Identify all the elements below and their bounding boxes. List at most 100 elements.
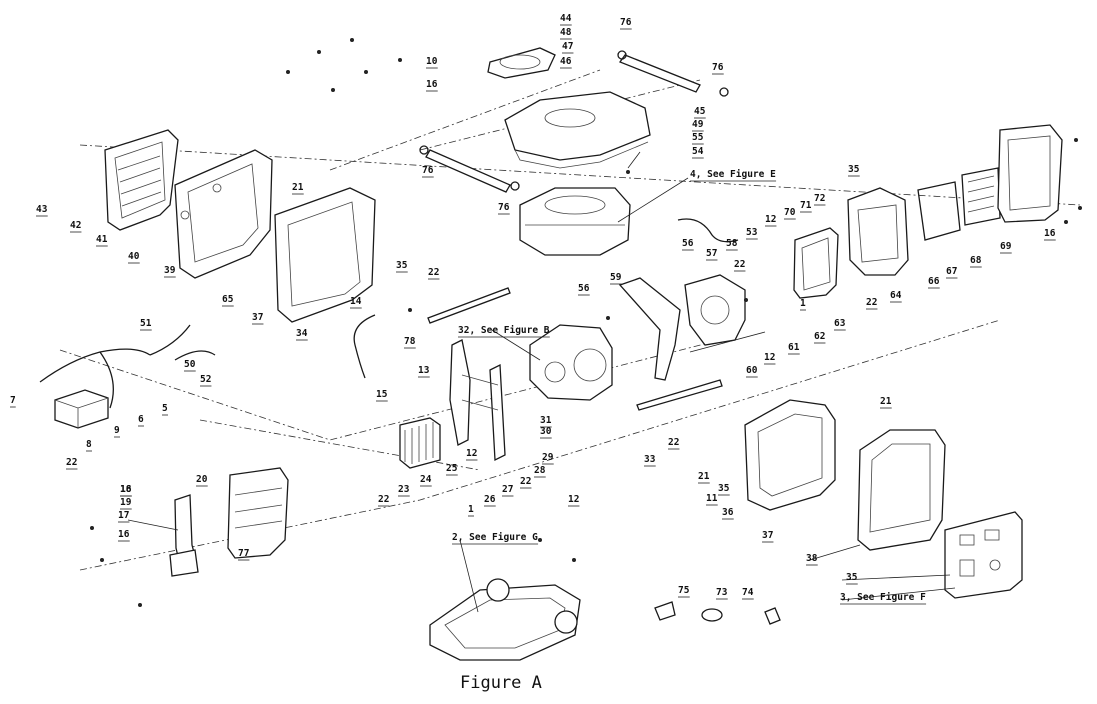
callout-73: 73 bbox=[716, 587, 728, 598]
callout-36: 36 bbox=[722, 507, 734, 518]
side-cover-64 bbox=[847, 187, 909, 276]
callout-76: 76 bbox=[422, 165, 434, 176]
callout-43: 43 bbox=[36, 204, 48, 215]
callout-53: 53 bbox=[746, 227, 758, 238]
callout-2: 2, See Figure G bbox=[452, 532, 538, 543]
callout-37: 37 bbox=[252, 312, 263, 323]
callout-71: 71 bbox=[800, 200, 812, 211]
callout-75: 75 bbox=[678, 585, 690, 596]
callout-24: 24 bbox=[420, 474, 432, 485]
callout-5: 5 bbox=[162, 403, 168, 414]
callout-25: 25 bbox=[446, 463, 458, 474]
fasteners bbox=[90, 38, 1082, 607]
callout-4: 4, See Figure E bbox=[690, 169, 776, 180]
callout-12: 12 bbox=[765, 214, 776, 225]
cable-set-50-51 bbox=[39, 324, 216, 409]
callout-31: 31 bbox=[540, 415, 552, 426]
control-panel-3 bbox=[944, 511, 1023, 599]
callout-54: 54 bbox=[692, 146, 704, 157]
callout-56: 56 bbox=[578, 283, 590, 294]
fuel-tank-4 bbox=[519, 187, 631, 256]
callout-78: 78 bbox=[404, 336, 416, 347]
callout-77: 77 bbox=[238, 548, 249, 559]
callout-47: 47 bbox=[562, 41, 573, 52]
callout-16: 16 bbox=[426, 79, 438, 90]
callout-76: 76 bbox=[620, 17, 632, 28]
callout-52: 52 bbox=[200, 374, 211, 385]
callout-57: 57 bbox=[706, 248, 717, 259]
small-parts bbox=[654, 601, 781, 625]
callout-9: 9 bbox=[114, 425, 120, 436]
callout-74: 74 bbox=[742, 587, 754, 598]
callout-35: 35 bbox=[718, 483, 730, 494]
callout-21: 21 bbox=[292, 182, 304, 193]
callout-22: 22 bbox=[378, 494, 389, 505]
callout-23: 23 bbox=[398, 484, 410, 495]
callout-26: 26 bbox=[484, 494, 496, 505]
callout-65: 65 bbox=[222, 294, 234, 305]
callout-12: 12 bbox=[466, 448, 477, 459]
leader-lines bbox=[127, 151, 956, 613]
callout-16: 16 bbox=[1044, 228, 1056, 239]
callout-30: 30 bbox=[540, 426, 552, 437]
callout-18: 18 bbox=[120, 484, 132, 495]
callout-28: 28 bbox=[534, 465, 546, 476]
callout-46: 46 bbox=[560, 56, 572, 67]
figure-caption: Figure A bbox=[460, 673, 542, 693]
callout-16: 16 bbox=[120, 484, 132, 495]
callout-22: 22 bbox=[668, 437, 679, 448]
callout-42: 42 bbox=[70, 220, 81, 231]
callout-49: 49 bbox=[692, 119, 704, 130]
callout-27: 27 bbox=[502, 484, 513, 495]
handle-bar-45 bbox=[419, 50, 729, 193]
callout-32: 32, See Figure B bbox=[458, 325, 550, 336]
callout-12: 12 bbox=[764, 352, 775, 363]
callout-61: 61 bbox=[788, 342, 800, 353]
callout-68: 68 bbox=[970, 255, 982, 266]
callout-21: 21 bbox=[698, 471, 710, 482]
callout-70: 70 bbox=[784, 207, 796, 218]
callout-20: 20 bbox=[196, 474, 208, 485]
filter-68 bbox=[961, 167, 1001, 226]
callout-38: 38 bbox=[806, 553, 818, 564]
callout-22: 22 bbox=[734, 259, 745, 270]
callout-12: 12 bbox=[568, 494, 579, 505]
callout-64: 64 bbox=[890, 290, 902, 301]
callout-29: 29 bbox=[542, 452, 554, 463]
callout-39: 39 bbox=[164, 265, 176, 276]
callout-55: 55 bbox=[692, 132, 704, 143]
callout-3: 3, See Figure F bbox=[840, 592, 926, 603]
engine-frame-13 bbox=[449, 339, 506, 462]
callout-76: 76 bbox=[712, 62, 724, 73]
callout-14: 14 bbox=[350, 296, 362, 307]
callout-22: 22 bbox=[428, 267, 439, 278]
callout-50: 50 bbox=[184, 359, 196, 370]
callout-44: 44 bbox=[560, 13, 572, 24]
callout-51: 51 bbox=[140, 318, 152, 329]
callout-21: 21 bbox=[880, 396, 892, 407]
callout-22: 22 bbox=[866, 297, 877, 308]
callout-15: 15 bbox=[376, 389, 388, 400]
callout-40: 40 bbox=[128, 251, 140, 262]
rear-panel-77 bbox=[227, 467, 289, 559]
callout-48: 48 bbox=[560, 27, 572, 38]
callout-59: 59 bbox=[610, 272, 622, 283]
muffler-25 bbox=[399, 417, 441, 469]
callout-6: 6 bbox=[138, 414, 144, 425]
front-frame-38 bbox=[857, 429, 946, 551]
callout-62: 62 bbox=[814, 331, 825, 342]
callout-35: 35 bbox=[846, 572, 858, 583]
callout-22: 22 bbox=[520, 476, 531, 487]
callout-34: 34 bbox=[296, 328, 308, 339]
upper-handle-cover-55 bbox=[504, 91, 651, 169]
gasket-67 bbox=[917, 181, 961, 241]
callout-13: 13 bbox=[418, 365, 430, 376]
callout-11: 11 bbox=[706, 493, 718, 504]
control-module-63 bbox=[793, 227, 839, 299]
rail-13-33 bbox=[427, 287, 723, 411]
callout-60: 60 bbox=[746, 365, 758, 376]
wire-56-58 bbox=[677, 218, 739, 243]
callout-58: 58 bbox=[726, 238, 738, 249]
callout-16: 16 bbox=[118, 529, 130, 540]
